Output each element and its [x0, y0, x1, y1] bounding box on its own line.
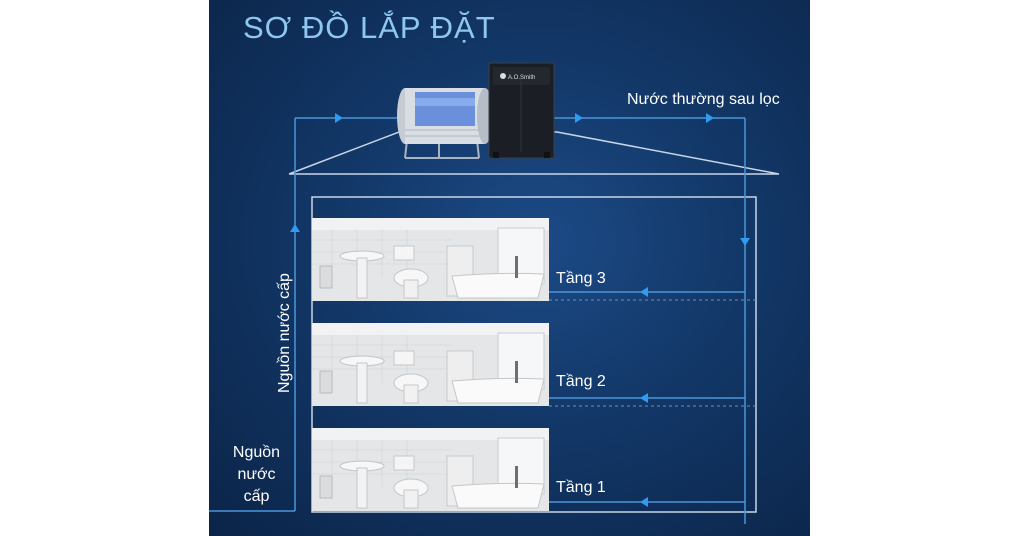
flow-arrow	[706, 113, 714, 123]
flow-arrow	[335, 113, 343, 123]
bathroom-image	[312, 323, 549, 406]
flow-arrow	[290, 224, 300, 232]
bathroom-image	[312, 428, 549, 511]
flow-arrow	[640, 287, 648, 297]
floor-label-3: Tầng 3	[556, 270, 606, 287]
supply-source-label: Nguồn nước cấp	[232, 444, 281, 505]
pipe-diagram: A.O.Smith	[209, 62, 780, 524]
filter-brand: A.O.Smith	[508, 75, 535, 81]
water-tank-icon	[397, 88, 493, 159]
filtered-water-label: Nước thường sau lọc	[627, 91, 780, 108]
bathroom-image	[312, 218, 549, 301]
flow-arrow	[640, 393, 648, 403]
floor-label-2: Tầng 2	[556, 373, 606, 390]
floor-label-1: Tầng 1	[556, 479, 606, 496]
flow-arrow	[575, 113, 583, 123]
diagram-title: SƠ ĐỒ LẮP ĐẶT	[243, 10, 496, 45]
supply-vertical-label: Nguồn nước cấp	[276, 273, 293, 393]
flow-arrow	[640, 497, 648, 507]
water-filter-icon	[488, 62, 555, 159]
flow-arrow	[740, 238, 750, 246]
installation-diagram: SƠ ĐỒ LẮP ĐẶT	[209, 0, 810, 536]
